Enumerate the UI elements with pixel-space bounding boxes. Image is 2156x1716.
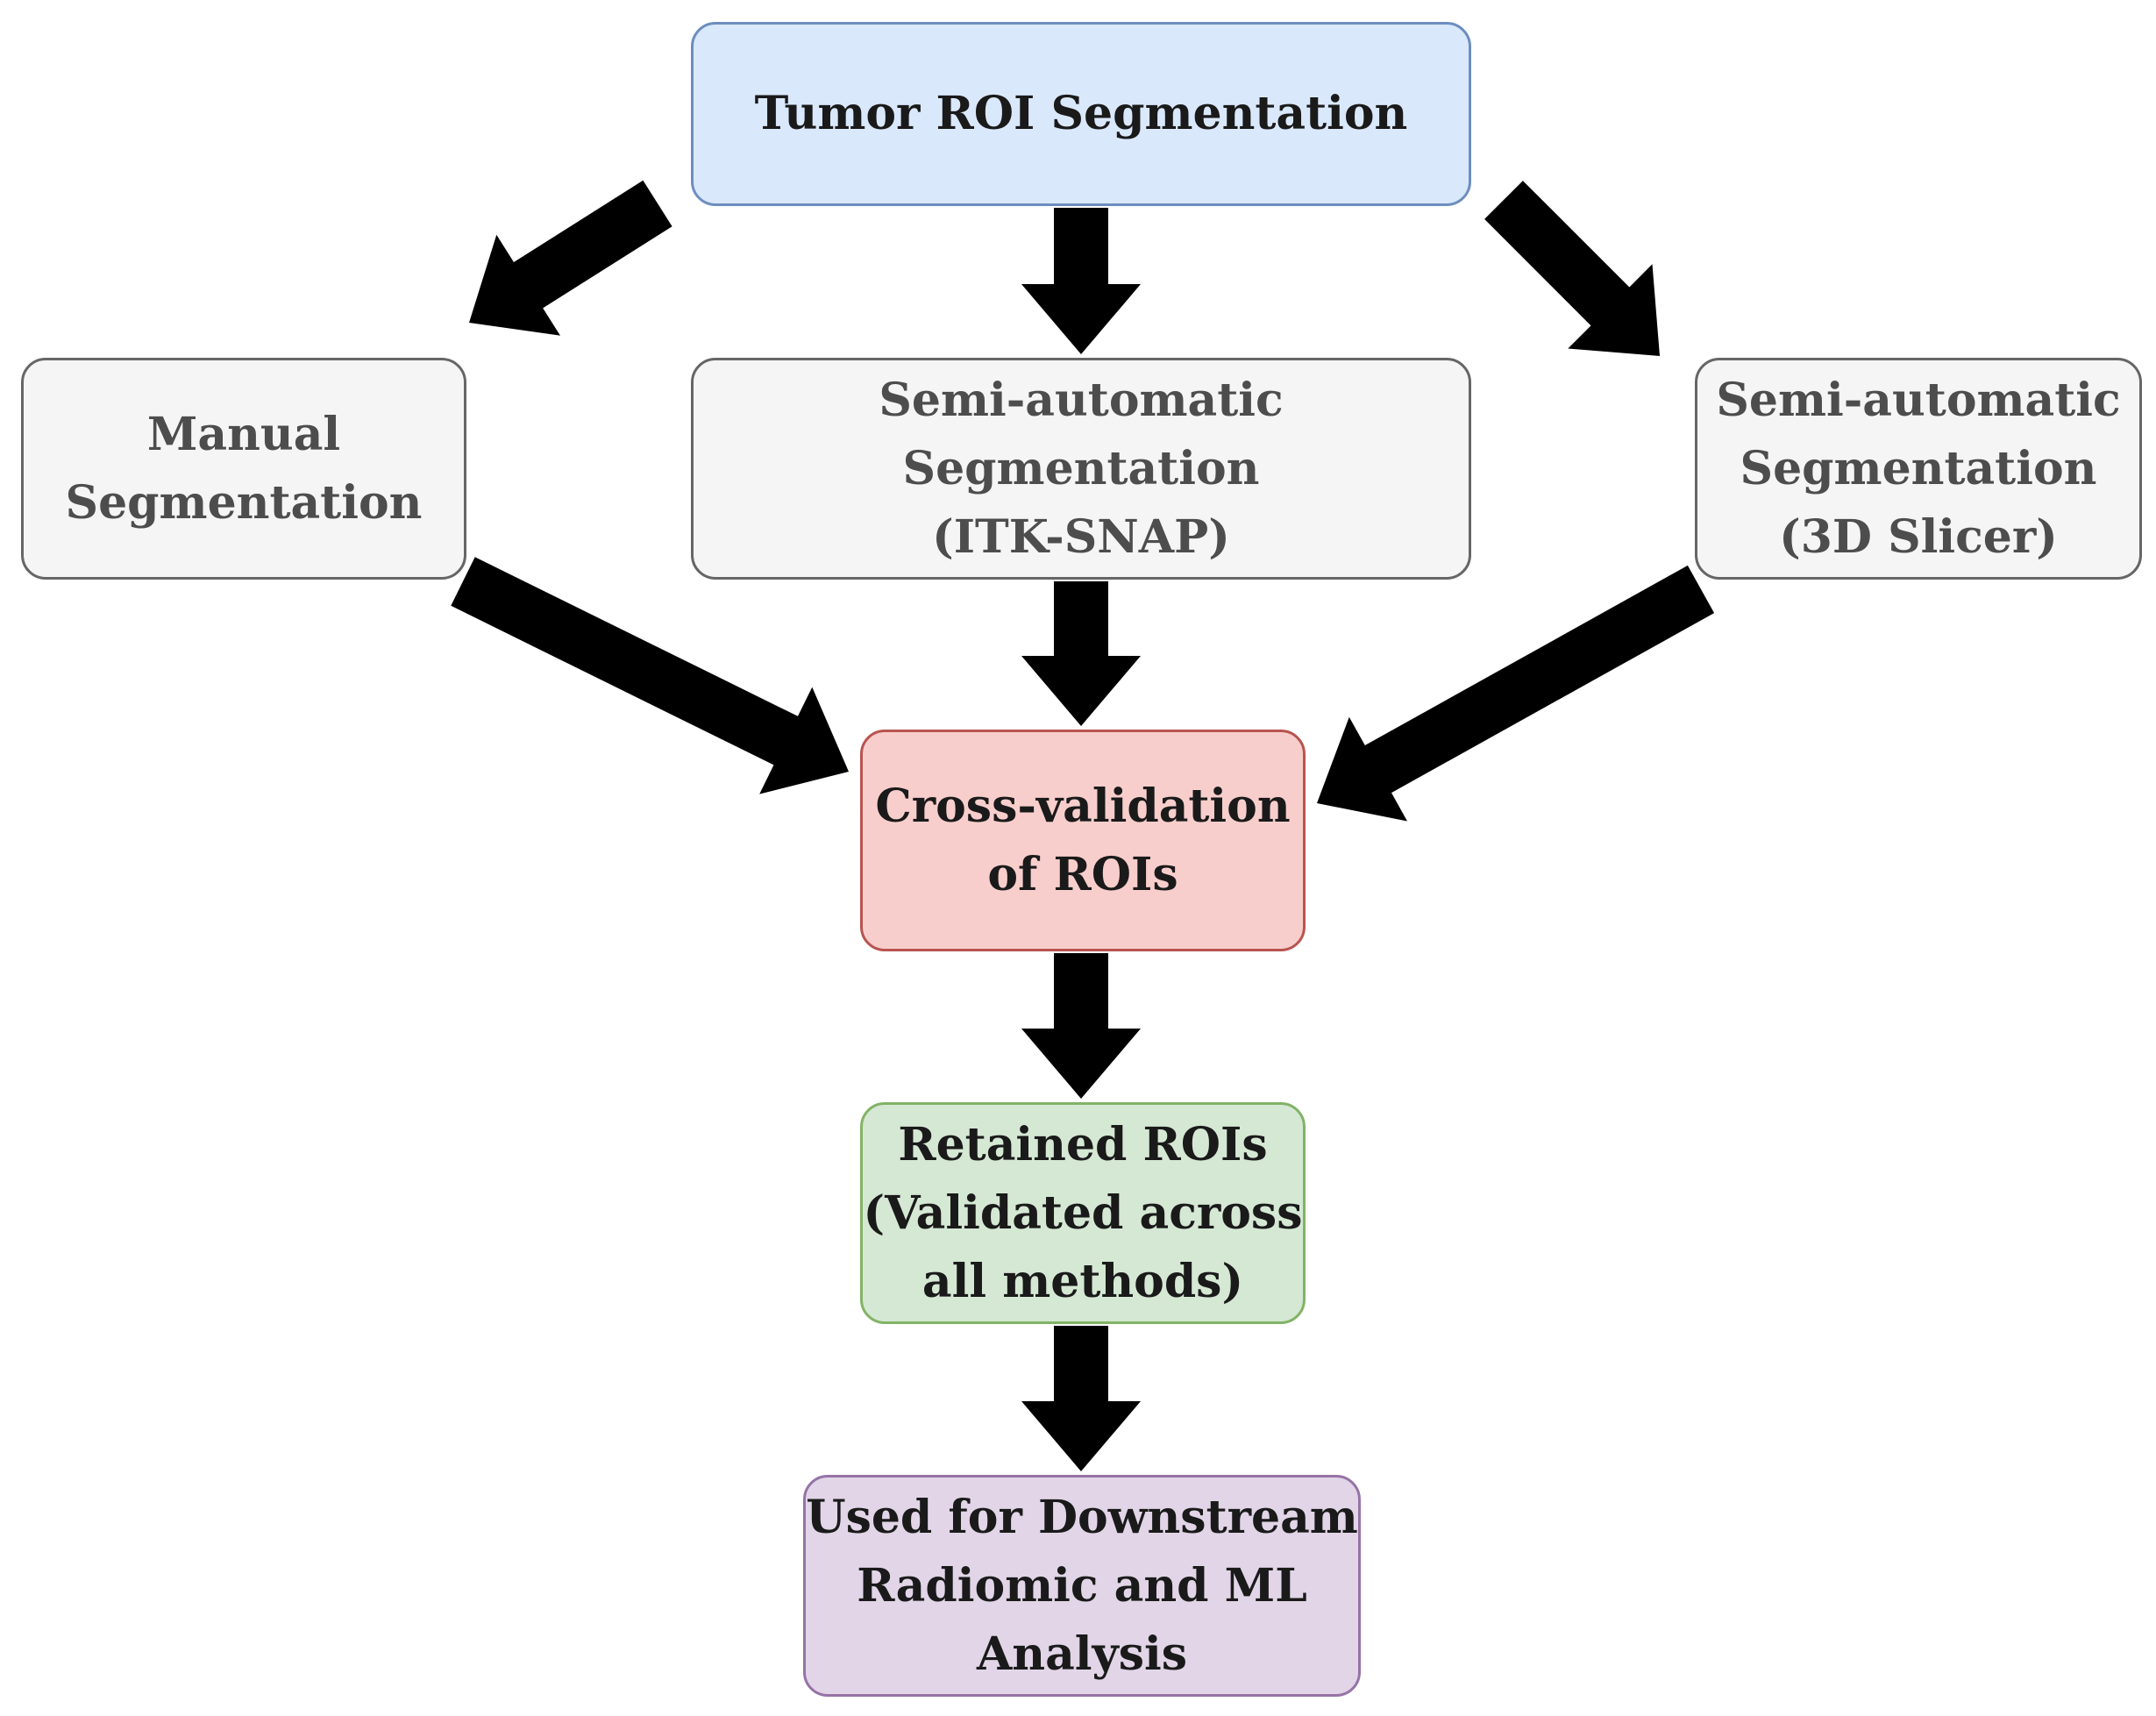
itk-snap-segmentation-node: Semi-automatic Segmentation (ITK-SNAP) — [691, 358, 1471, 580]
manual-segmentation-label: Manual Segmentation — [65, 407, 423, 530]
3d-slicer-segmentation-label: Semi-automatic Segmentation (3D Slicer) — [1716, 373, 2121, 564]
retained-rois-label: Retained ROIs (Validated across all meth… — [863, 1117, 1303, 1308]
arrow-top-to-manual — [469, 180, 672, 336]
itk-snap-segmentation-label: Semi-automatic Segmentation (ITK-SNAP) — [879, 373, 1284, 564]
retained-rois-node: Retained ROIs (Validated across all meth… — [860, 1102, 1306, 1324]
tumor-roi-segmentation-label: Tumor ROI Segmentation — [754, 87, 1408, 140]
downstream-analysis-node: Used for Downstream Radiomic and ML Anal… — [803, 1475, 1361, 1697]
cross-validation-node: Cross-validation of ROIs — [860, 730, 1306, 951]
tumor-roi-segmentation-node: Tumor ROI Segmentation — [691, 22, 1471, 206]
arrow-slicer-to-cross — [1317, 565, 1715, 822]
manual-segmentation-node: Manual Segmentation — [21, 358, 466, 580]
arrow-manual-to-cross — [451, 557, 849, 794]
3d-slicer-segmentation-node: Semi-automatic Segmentation (3D Slicer) — [1695, 358, 2142, 580]
arrow-itk-to-cross — [1021, 581, 1141, 726]
cross-validation-label: Cross-validation of ROIs — [875, 779, 1291, 901]
arrow-cross-to-retain — [1021, 953, 1141, 1099]
arrow-top-to-slicer — [1484, 181, 1660, 356]
downstream-analysis-label: Used for Downstream Radiomic and ML Anal… — [806, 1490, 1358, 1681]
arrow-top-to-itk — [1021, 208, 1141, 354]
arrow-retain-to-down — [1021, 1326, 1141, 1471]
